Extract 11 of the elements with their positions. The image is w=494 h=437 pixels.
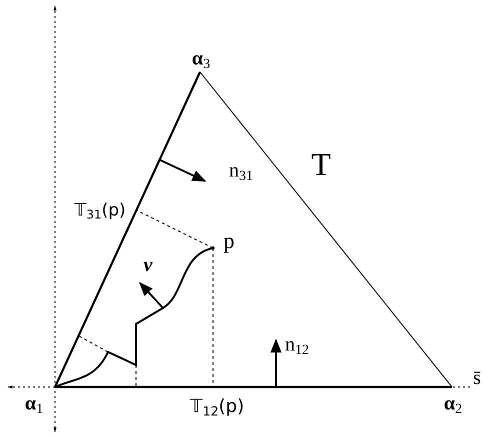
vertex-label: α$_{1}$	[24, 393, 44, 417]
vertex-label: α$_{2}$	[444, 393, 462, 417]
vertex-label: α$_{3}$	[192, 48, 210, 72]
projection-label: 𝕋$_{12}$(p)	[190, 398, 244, 418]
axis-label: s̄	[473, 368, 481, 388]
vector-label: n$_{31}$	[229, 160, 253, 184]
projection-label: 𝕋$_{31}$(p)	[74, 202, 126, 222]
vector-label: n$_{12}$	[285, 334, 309, 358]
vector-label: ν	[144, 255, 152, 275]
region-label: T	[311, 148, 331, 180]
point-label: p	[224, 230, 234, 252]
